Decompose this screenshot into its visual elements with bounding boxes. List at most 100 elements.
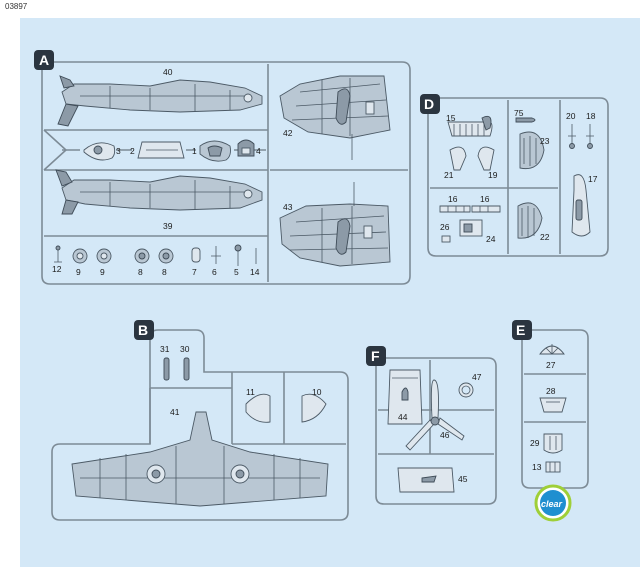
part-number-20: 20 [566,111,576,121]
part-number-28: 28 [546,386,556,396]
part-number-39: 39 [163,221,173,231]
part-number-23: 23 [540,136,550,146]
sprue-f-tag [366,346,386,366]
part-21-gear-door [449,146,467,171]
part-13-clear-part [545,461,561,473]
sprue-a-label: A [39,52,49,68]
part-number-11: 11 [246,387,255,397]
part-number-6: 6 [212,267,217,277]
part-75-bomb [515,117,536,123]
part-8-wheel-a [134,248,150,264]
part-45-wing-panel [397,467,455,493]
part-number-24: 24 [486,234,496,244]
part-28-windscreen [539,397,567,413]
part-2-cockpit-floor [137,141,185,159]
part-number-9a: 9 [76,267,81,277]
part-42-wing-upper [279,75,391,160]
part-1-seat [199,140,231,162]
sprue-b-tag [134,320,154,340]
part-number-18: 18 [586,111,596,121]
part-number-44: 44 [398,412,408,422]
part-29-clear-part [543,433,563,454]
sprue-a-tag [34,50,54,70]
part-number-21: 21 [444,170,454,180]
part-17-drop-tank [571,174,591,237]
sprue-f: 44 47 46 45 F [366,346,497,505]
part-46-propeller [405,379,465,451]
part-6-strut [211,246,221,264]
part-number-30: 30 [180,344,190,354]
part-22-cowling [517,202,543,239]
part-47-ring [458,382,474,398]
part-number-45: 45 [458,474,468,484]
part-11-tailplane [245,393,271,423]
part-8-wheel-b [158,248,174,264]
sprue-a: 40 42 3 2 [34,50,411,285]
part-40-fuselage-half [57,75,263,127]
part-20-gear-leg [568,124,576,149]
part-number-41: 41 [170,407,180,417]
clear-badge: clear [534,484,572,522]
part-number-17: 17 [588,174,598,184]
part-5-leg [234,244,242,266]
part-23-cowling [519,131,545,170]
part-number-9b: 9 [100,267,105,277]
part-31-control-stick [163,357,170,381]
part-number-16b: 16 [480,194,490,204]
part-number-46: 46 [440,430,450,440]
part-number-19: 19 [488,170,498,180]
clear-badge-text: clear [541,499,563,509]
part-12-antenna [54,245,62,263]
sprue-b-label: B [138,322,148,338]
part-number-26: 26 [440,222,450,232]
part-19-gear-door [477,146,495,171]
part-number-2: 2 [130,146,135,156]
part-number-12: 12 [52,264,62,274]
part-15-radiator [447,115,493,137]
sprue-d-tag [420,94,440,114]
part-18-gear-leg [586,124,594,149]
part-44-canopy-base [387,369,423,425]
part-30-control-stick [183,357,190,381]
part-number-22: 22 [540,232,550,242]
part-39-fuselage-half [55,169,263,215]
part-number-40: 40 [163,67,173,77]
part-number-27: 27 [546,360,556,370]
part-9-wheel-b [96,248,112,264]
part-number-10: 10 [312,387,322,397]
sprue-e-tag [512,320,532,340]
part-number-47: 47 [472,372,482,382]
part-26-small-part [441,235,451,243]
part-27-canopy [539,344,565,355]
part-number-43: 43 [283,202,293,212]
part-16-panel-a [439,205,471,213]
part-3-gunsight [83,142,116,161]
part-43-wing-lower [279,182,391,267]
part-4-headrest [237,139,255,157]
part-number-8b: 8 [162,267,167,277]
part-9-wheel-a [72,248,88,264]
part-number-13: 13 [532,462,542,472]
part-number-3: 3 [116,146,121,156]
sprue-d: 15 75 23 20 18 21 19 17 16 [420,94,609,257]
part-number-15: 15 [446,113,456,123]
part-number-1: 1 [192,146,197,156]
part-number-7: 7 [192,267,197,277]
part-number-16a: 16 [448,194,458,204]
part-number-8a: 8 [138,267,143,277]
part-number-75: 75 [514,108,524,118]
part-number-14: 14 [250,267,260,277]
part-number-31: 31 [160,344,170,354]
sprue-f-label: F [371,348,380,364]
sprue-b: 31 30 11 10 41 B [51,320,349,521]
part-24-cockpit-panel [459,219,483,237]
part-10-tailplane [301,393,327,423]
part-number-4: 4 [256,146,261,156]
part-41-lower-wing [71,411,329,507]
sprue-e-label: E [516,322,525,338]
part-number-5: 5 [234,267,239,277]
sprue-e: 27 28 29 13 E clear [512,320,589,522]
part-16-panel-b [471,205,501,213]
